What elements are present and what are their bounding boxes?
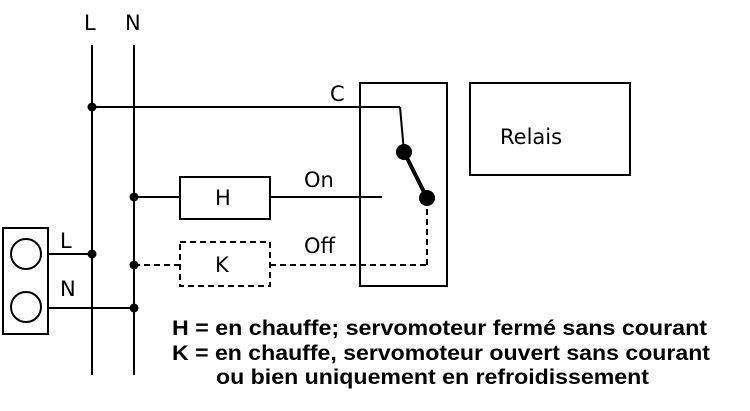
legend-line-1: H = en chauffe; servomoteur fermé sans c… (172, 317, 707, 340)
terminal-label-l: L (60, 229, 72, 253)
legend-line-3: ou bien uniquement en refroidissement (216, 366, 649, 389)
off-label: Off (304, 234, 336, 258)
rail-label-l: L (84, 11, 96, 35)
rail-label-n: N (125, 11, 141, 35)
relay-box (469, 82, 631, 176)
legend-line-2: K = en chauffe, servomoteur ouvert sans … (172, 342, 710, 365)
terminal-block (2, 227, 49, 335)
terminal-screw-l (10, 238, 42, 270)
switch-pivot-dot (396, 144, 412, 160)
heater-k-label: K (215, 253, 230, 277)
switch-box (359, 82, 448, 287)
common-label: C (330, 82, 345, 106)
junction-dot-terminal-n (129, 303, 139, 313)
junction-dot-k (129, 260, 139, 270)
terminal-label-n: N (60, 277, 76, 301)
relay-label: Relais (500, 125, 562, 149)
heater-k-box (179, 241, 271, 287)
switch-contact-dot (419, 190, 435, 206)
junction-dot-h (129, 192, 139, 202)
terminal-screw-n (10, 291, 42, 323)
junction-dot-terminal-l (87, 249, 97, 259)
heater-h-box (179, 176, 271, 220)
junction-dot-common (87, 102, 97, 112)
on-label: On (304, 168, 334, 192)
switch-contact-arm (402, 151, 429, 199)
heater-h-label: H (215, 186, 231, 210)
